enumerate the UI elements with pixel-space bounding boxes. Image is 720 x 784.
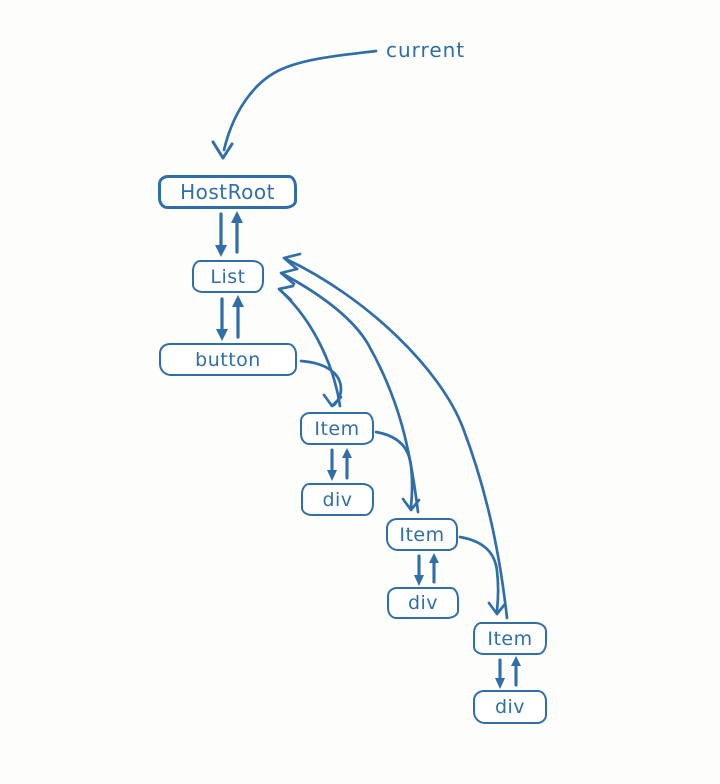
node-div-3: div [473, 690, 547, 724]
current-pointer-arrow [211, 49, 378, 160]
node-item-3: Item [473, 622, 547, 655]
return-arrow-item3-list [282, 252, 509, 620]
arrows-item3-div3 [495, 656, 521, 689]
arrows-item2-div2 [414, 553, 439, 586]
node-item-2: Item [386, 518, 458, 551]
node-list: List [192, 260, 264, 293]
node-div-2: div [387, 587, 459, 619]
node-hostroot: HostRoot [158, 175, 297, 209]
sibling-arrow-item2-item3 [458, 535, 507, 616]
node-div-1: div [301, 483, 374, 516]
arrows-list-button [216, 295, 244, 341]
arrows-item1-div1 [327, 448, 352, 481]
current-label: current [386, 38, 466, 62]
node-item-1: Item [300, 412, 374, 445]
return-arrow-item1-list [277, 284, 342, 408]
node-button: button [159, 343, 297, 376]
arrows-hostroot-list [215, 211, 243, 257]
return-arrow-item2-list [279, 267, 420, 514]
